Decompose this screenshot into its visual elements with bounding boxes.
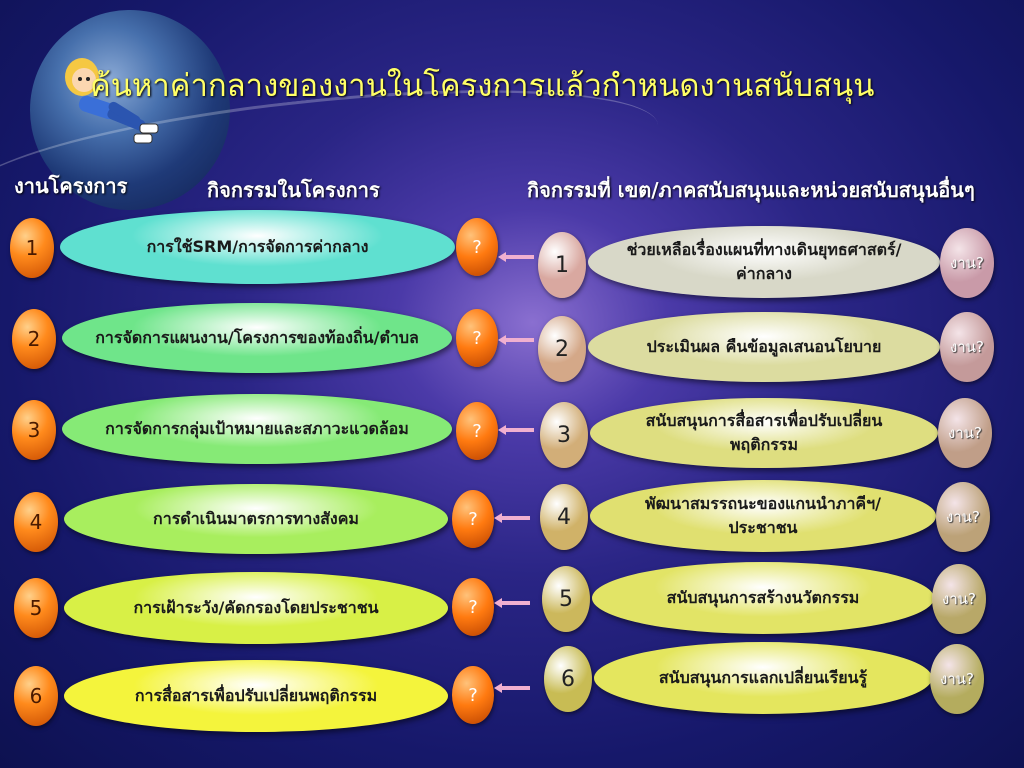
right-row-number: 2 <box>538 316 586 382</box>
heading-project-activities: กิจกรรมในโครงการ <box>207 178 380 202</box>
work-question-circle: งาน? <box>938 398 992 468</box>
arrow-left-icon <box>494 598 530 608</box>
heading-project-work: งานโครงการ <box>14 174 128 198</box>
left-row-number: 5 <box>14 578 58 638</box>
globe-decoration <box>30 10 230 210</box>
left-row-number: 1 <box>10 218 54 278</box>
work-question-circle: งาน? <box>936 482 990 552</box>
page-title: ค้นหาค่ากลางของงานในโครงการแล้วกำหนดงานส… <box>90 68 875 104</box>
left-activity-pill: การใช้SRM/การจัดการค่ากลาง <box>60 210 455 284</box>
work-question-circle: งาน? <box>940 228 994 298</box>
arrow-left-icon <box>494 513 530 523</box>
arrow-left-icon <box>498 335 534 345</box>
arrow-left-icon <box>498 425 534 435</box>
right-row-number: 5 <box>542 566 590 632</box>
right-activity-pill: สนับสนุนการสร้างนวัตกรรม <box>592 562 934 634</box>
right-activity-pill: พัฒนาสมรรถนะของแกนนำภาคีฯ/ประชาชน <box>590 480 936 552</box>
work-question-circle: งาน? <box>940 312 994 382</box>
right-activity-pill: ช่วยเหลือเรื่องแผนที่ทางเดินยุทธศาสตร์/ค… <box>588 226 940 298</box>
question-circle: ? <box>452 666 494 724</box>
left-activity-pill: การจัดการแผนงาน/โครงการของท้องถิ่น/ตำบล <box>62 303 452 373</box>
left-row-number: 6 <box>14 666 58 726</box>
right-activity-pill: สนับสนุนการสื่อสารเพื่อปรับเปลี่ยนพฤติกร… <box>590 398 938 468</box>
question-circle: ? <box>452 490 494 548</box>
right-activity-pill: ประเมินผล คืนข้อมูลเสนอนโยบาย <box>588 312 940 382</box>
arrow-left-icon <box>494 683 530 693</box>
question-circle: ? <box>456 218 498 276</box>
left-activity-pill: การเฝ้าระวัง/คัดกรองโดยประชาชน <box>64 572 448 644</box>
right-row-number: 1 <box>538 232 586 298</box>
right-activity-pill: สนับสนุนการแลกเปลี่ยนเรียนรู้ <box>594 642 932 714</box>
left-row-number: 2 <box>12 309 56 369</box>
left-activity-pill: การดำเนินมาตรการทางสังคม <box>64 484 448 554</box>
work-question-circle: งาน? <box>932 564 986 634</box>
left-activity-pill: การสื่อสารเพื่อปรับเปลี่ยนพฤติกรรม <box>64 660 448 732</box>
arrow-left-icon <box>498 252 534 262</box>
cartoon-girl-illustration <box>65 58 159 144</box>
heading-support-activities: กิจกรรมที่ เขต/ภาคสนับสนุนและหน่วยสนับสน… <box>527 178 975 202</box>
work-question-circle: งาน? <box>930 644 984 714</box>
right-row-number: 6 <box>544 646 592 712</box>
left-row-number: 4 <box>14 492 58 552</box>
left-activity-pill: การจัดการกลุ่มเป้าหมายและสภาวะแวดล้อม <box>62 394 452 464</box>
question-circle: ? <box>456 309 498 367</box>
right-row-number: 4 <box>540 484 588 550</box>
question-circle: ? <box>456 402 498 460</box>
question-circle: ? <box>452 578 494 636</box>
left-row-number: 3 <box>12 400 56 460</box>
right-row-number: 3 <box>540 402 588 468</box>
